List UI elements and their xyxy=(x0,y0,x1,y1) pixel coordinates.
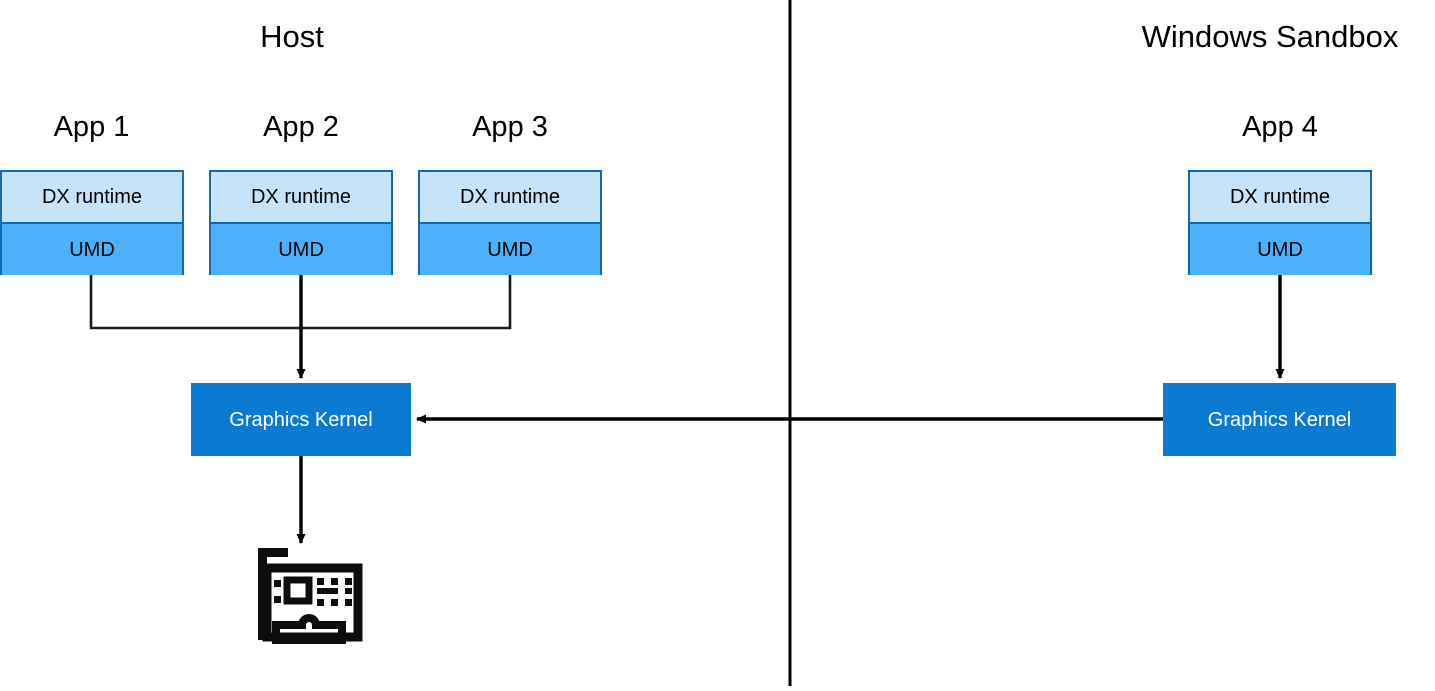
app-label-app-3: App 3 xyxy=(472,111,548,143)
section-title-windows-sandbox: Windows Sandbox xyxy=(1141,19,1399,54)
graphics-kernel-host[interactable]: Graphics Kernel xyxy=(191,383,411,456)
section-title-host: Host xyxy=(260,19,324,54)
umd-cell-app-2: UMD xyxy=(211,224,391,275)
dx-runtime-cell-app-1: DX runtime xyxy=(2,172,182,224)
app-stack-app-4[interactable]: DX runtime UMD xyxy=(1188,170,1372,275)
umd-cell-app-4: UMD xyxy=(1190,224,1370,275)
dx-runtime-cell-app-3: DX runtime xyxy=(420,172,600,224)
umd-cell-app-1: UMD xyxy=(2,224,182,275)
connector-app3-to-kernel xyxy=(301,275,512,330)
umd-cell-app-3: UMD xyxy=(420,224,600,275)
app-stack-app-1[interactable]: DX runtime UMD xyxy=(0,170,184,275)
graphics-kernel-sandbox[interactable]: Graphics Kernel xyxy=(1163,383,1396,456)
dx-runtime-cell-app-4: DX runtime xyxy=(1190,172,1370,224)
app-stack-app-3[interactable]: DX runtime UMD xyxy=(418,170,602,275)
connector-app1-to-kernel xyxy=(89,275,301,330)
app-label-app-1: App 1 xyxy=(53,111,130,143)
app-stack-app-2[interactable]: DX runtime UMD xyxy=(209,170,393,275)
gpu-card-icon xyxy=(258,548,363,644)
app-label-app-2: App 2 xyxy=(263,111,339,143)
dx-runtime-cell-app-2: DX runtime xyxy=(211,172,391,224)
app-label-app-4: App 4 xyxy=(1242,111,1318,143)
